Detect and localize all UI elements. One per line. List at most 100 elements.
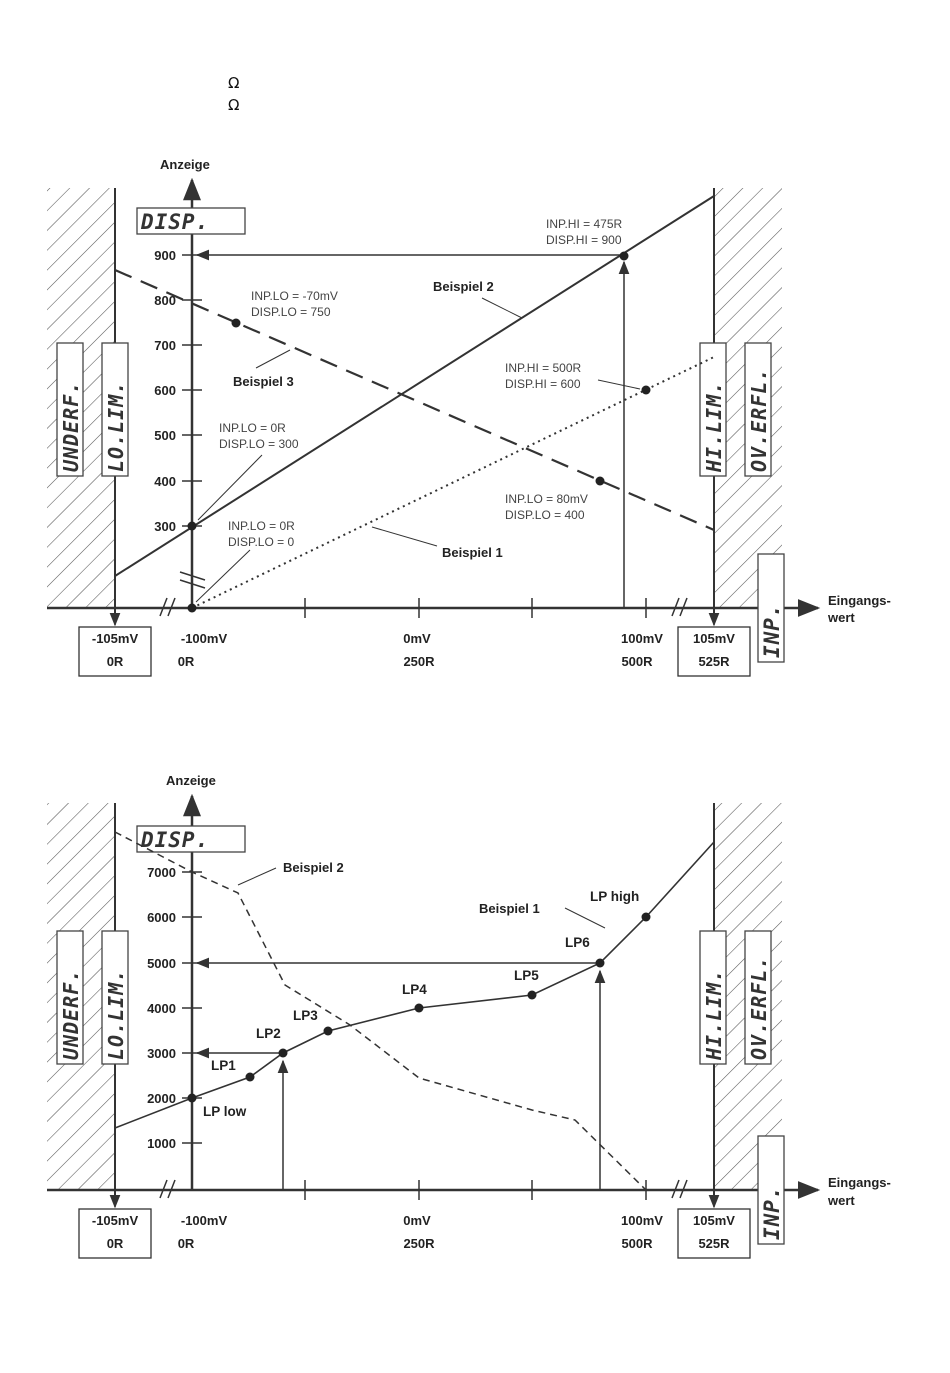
overflow-box: OV.ERFL. xyxy=(744,930,772,1065)
left-limit-label-box xyxy=(78,1208,152,1259)
lp-label-2: LP2 xyxy=(256,1026,281,1041)
svg-text:INP.: INP. xyxy=(760,1185,784,1240)
y-tick-label: 6000 xyxy=(147,910,176,925)
y-tick-label: 600 xyxy=(154,383,176,398)
annotation-text: INP.LO = 0R xyxy=(219,421,286,435)
point-disp-lo-750 xyxy=(231,318,241,328)
series-label-beispiel-2: Beispiel 2 xyxy=(283,860,344,875)
x-tick-label-r: 250R xyxy=(403,654,435,669)
y-tick-label: 500 xyxy=(154,428,176,443)
y-tick-label: 4000 xyxy=(147,1001,176,1016)
y-tick-label: 800 xyxy=(154,293,176,308)
svg-text:OV.ERFL.: OV.ERFL. xyxy=(747,368,771,472)
high-limit-box: HI.LIM. xyxy=(699,930,727,1065)
series-beispiel-2-line xyxy=(114,195,715,577)
point-lp-high xyxy=(641,912,651,922)
x-tick-label-r: 0R xyxy=(178,654,195,669)
point-lp-low xyxy=(187,1093,197,1103)
y-tick-label: 900 xyxy=(154,248,176,263)
annotation-text: DISP.LO = 300 xyxy=(219,437,299,451)
leader-line xyxy=(197,454,263,521)
x-tick-label-mv: 105mV xyxy=(693,1213,735,1228)
chart-2: Anzeige Eingangs- wert 7000 6000 5000 40… xyxy=(47,773,891,1259)
axis-break-left xyxy=(159,1179,176,1199)
lp-label-1: LP1 xyxy=(211,1058,236,1073)
chart-1: Anzeige Eingangs- wert 900 800 700 xyxy=(47,157,891,677)
low-limit-box: LO.LIM. xyxy=(101,930,129,1065)
series-label-beispiel-3: Beispiel 3 xyxy=(233,374,294,389)
underflow-box: UNDERF. xyxy=(56,342,84,477)
svg-text:INP.: INP. xyxy=(760,603,784,658)
svg-text:HI.LIM.: HI.LIM. xyxy=(702,381,726,473)
leader-line xyxy=(255,349,291,369)
svg-text:DISP.: DISP. xyxy=(140,210,209,234)
right-limit-label-box xyxy=(677,626,751,677)
series-label-beispiel-1: Beispiel 1 xyxy=(479,901,540,916)
lp-label-3: LP3 xyxy=(293,1008,318,1023)
annotation-text: DISP.HI = 900 xyxy=(546,233,622,247)
point-disp-hi-900 xyxy=(619,251,629,261)
y-tick-label: 1000 xyxy=(147,1136,176,1151)
leader-line xyxy=(195,549,251,603)
y-tick-label: 700 xyxy=(154,338,176,353)
lp-label-6: LP6 xyxy=(565,935,590,950)
series-label-beispiel-1: Beispiel 1 xyxy=(442,545,503,560)
y-tick-label: 7000 xyxy=(147,865,176,880)
x-tick-label-r: 525R xyxy=(698,654,730,669)
y-tick-label: 300 xyxy=(154,519,176,534)
annotation-text: INP.LO = 80mV xyxy=(505,492,588,506)
point-lp3 xyxy=(323,1026,333,1036)
y-axis-title: Anzeige xyxy=(166,773,216,788)
leader-line xyxy=(371,526,438,547)
lp-label-high: LP high xyxy=(590,889,639,904)
y-tick-label: 3000 xyxy=(147,1046,176,1061)
x-axis-title-line1: Eingangs- xyxy=(828,1175,891,1190)
leader-line xyxy=(481,297,523,319)
svg-text:HI.LIM.: HI.LIM. xyxy=(702,969,726,1061)
y-axis-title: Anzeige xyxy=(160,157,210,172)
svg-text:OV.ERFL.: OV.ERFL. xyxy=(747,956,771,1060)
x-tick-label-r: 525R xyxy=(698,1236,730,1251)
svg-text:LO.LIM.: LO.LIM. xyxy=(104,381,128,472)
x-tick-label-mv: 0mV xyxy=(403,1213,431,1228)
x-axis-title-line2: wert xyxy=(827,610,855,625)
point-disp-lo-0 xyxy=(187,603,197,613)
lp-label-4: LP4 xyxy=(402,982,427,997)
point-lp6 xyxy=(595,958,605,968)
y-axis-break xyxy=(179,571,206,589)
point-lp2 xyxy=(278,1048,288,1058)
x-tick-label-r: 500R xyxy=(621,1236,653,1251)
disp-display-box: DISP. xyxy=(136,207,246,235)
y-tick-label: 5000 xyxy=(147,956,176,971)
annotation-text: DISP.HI = 600 xyxy=(505,377,581,391)
leader-line xyxy=(564,907,606,929)
inp-display-box: INP. xyxy=(757,553,785,663)
point-disp-hi-600 xyxy=(641,385,651,395)
disp-display-box: DISP. xyxy=(136,825,246,853)
high-limit-box: HI.LIM. xyxy=(699,342,727,477)
point-lp4 xyxy=(414,1003,424,1013)
overflow-box: OV.ERFL. xyxy=(744,342,772,477)
point-disp-lo-400 xyxy=(595,476,605,486)
x-tick-label-r: 0R xyxy=(178,1236,195,1251)
point-lp5 xyxy=(527,990,537,1000)
omega-symbol-1: Ω xyxy=(228,74,240,92)
x-tick-label-mv: -100mV xyxy=(181,631,228,646)
x-tick-label-mv: -105mV xyxy=(92,631,139,646)
point-disp-lo-300 xyxy=(187,521,197,531)
right-limit-label-box xyxy=(677,1208,751,1259)
x-tick-label-mv: 100mV xyxy=(621,631,663,646)
low-limit-box: LO.LIM. xyxy=(101,342,129,477)
x-tick-label-mv: 105mV xyxy=(693,631,735,646)
annotation-text: INP.LO = 0R xyxy=(228,519,295,533)
annotation-text: DISP.LO = 0 xyxy=(228,535,294,549)
svg-text:DISP.: DISP. xyxy=(140,828,209,852)
lp-label-low: LP low xyxy=(203,1104,247,1119)
leader-line xyxy=(237,867,277,886)
axis-break-right xyxy=(671,597,688,617)
x-tick-label-r: 500R xyxy=(621,654,653,669)
x-tick-label-r: 0R xyxy=(107,1236,124,1251)
leader-line xyxy=(597,379,641,390)
series-beispiel-2-line xyxy=(114,831,647,1191)
